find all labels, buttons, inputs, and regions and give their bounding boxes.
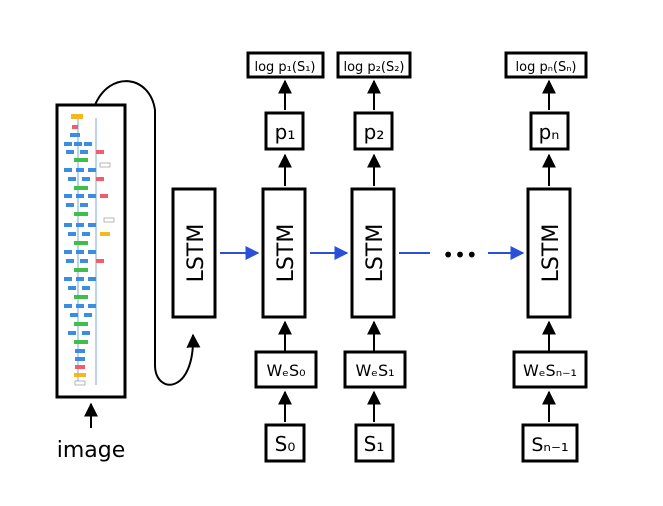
embedding-label: WₑS₁ (355, 361, 394, 380)
token-label: Sₙ₋₁ (531, 434, 568, 456)
step-n-column: log pₙ(Sₙ) pₙ LSTM WₑSₙ₋₁ Sₙ₋₁ (504, 51, 588, 463)
log-prob-box (246, 51, 325, 79)
step-2-column: log p₂(S₂) p₂ LSTM WₑS₁ S₁ (336, 51, 412, 463)
prob-label: p₁ (275, 120, 296, 144)
lstm-label: LSTM (363, 224, 388, 283)
token-box (521, 423, 579, 463)
log-prob-box (336, 51, 412, 79)
lstm-block (350, 187, 396, 319)
log-prob-label: log p₁(S₁) (254, 60, 315, 75)
embedding-label: WₑSₙ₋₁ (523, 361, 577, 380)
image-to-lstm-connector (94, 80, 201, 386)
cnn-network-icon (64, 114, 115, 386)
encoder-lstm-label: LSTM (184, 224, 209, 283)
image-label: image (57, 438, 126, 463)
encoder-lstm-block: LSTM (171, 187, 217, 319)
embedding-box (512, 350, 588, 389)
token-label: S₀ (275, 432, 296, 456)
token-box (354, 423, 395, 463)
prob-label: p₂ (364, 120, 385, 144)
prob-box (264, 111, 305, 151)
lstm-block (526, 187, 572, 319)
log-prob-label: log pₙ(Sₙ) (516, 60, 577, 75)
lstm-label: LSTM (274, 224, 299, 283)
log-prob-label: log p₂(S₂) (343, 60, 404, 75)
lstm-block (261, 187, 307, 319)
token-box (264, 423, 306, 463)
prob-box (353, 111, 394, 151)
prob-box (529, 111, 570, 151)
embedding-box (343, 350, 407, 389)
lstm-label: LSTM (539, 224, 564, 283)
prob-label: pₙ (539, 120, 560, 144)
log-prob-box (504, 51, 588, 79)
cnn-image-thumbnail (55, 103, 127, 399)
embedding-label: WₑS₀ (266, 361, 305, 380)
step-1-column: log p₁(S₁) p₁ LSTM WₑS₀ S₀ (246, 51, 325, 463)
token-label: S₁ (364, 432, 385, 456)
embedding-box (254, 350, 318, 389)
ellipsis: ••• (442, 243, 477, 267)
